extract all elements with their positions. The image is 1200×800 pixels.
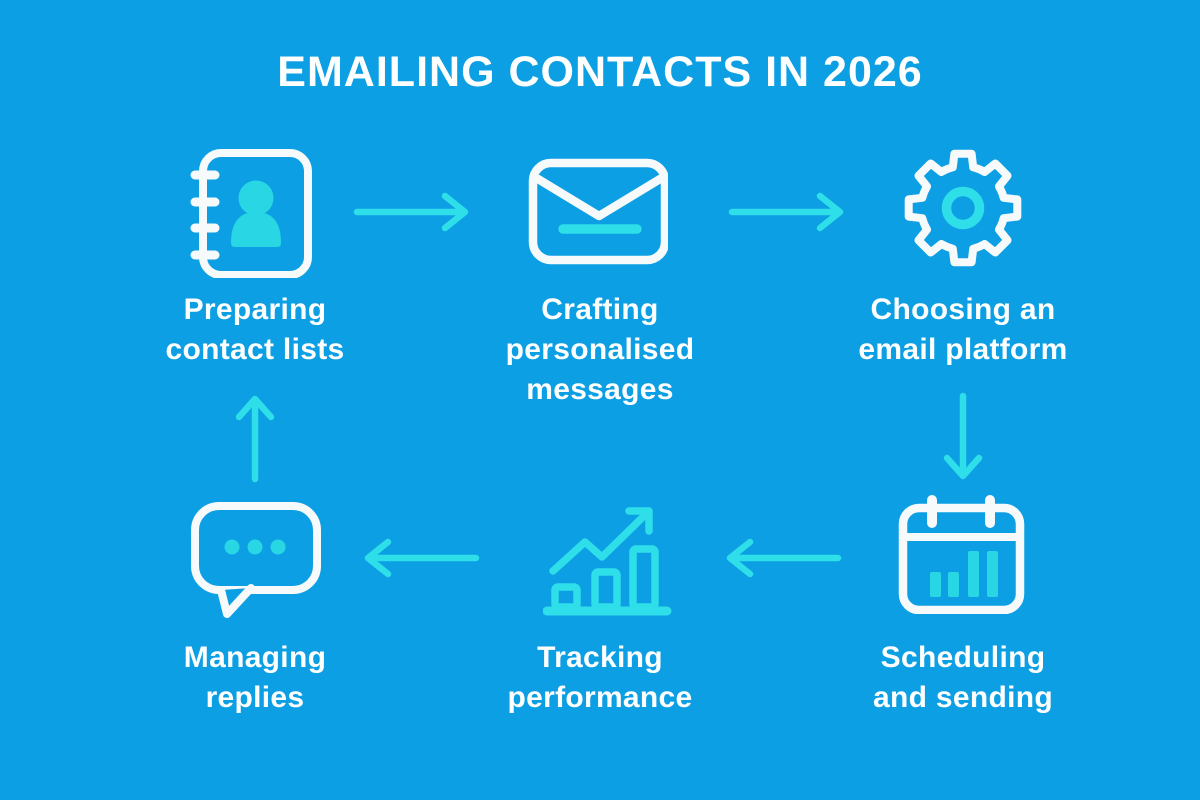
calendar-icon: [898, 495, 1025, 614]
label-line: email platform: [858, 333, 1068, 366]
label-line: personalised: [505, 333, 695, 366]
arrow-right-book-to-envelope-icon: [353, 192, 469, 232]
arrow-up-bubble-to-book-icon: [235, 395, 275, 483]
speech-bubble-icon: [191, 502, 321, 618]
label-crafting-personalised-messages: Crafting personalised messages: [420, 290, 780, 410]
bar-chart-icon: [543, 507, 672, 616]
arrow-down-gear-to-calendar-icon: [943, 392, 983, 480]
arrow-left-chart-to-bubble-icon: [364, 538, 480, 578]
label-line: Scheduling: [880, 641, 1046, 674]
label-choosing-email-platform: Choosing an email platform: [783, 290, 1143, 370]
label-line: performance: [507, 681, 693, 714]
label-scheduling-and-sending: Scheduling and sending: [783, 638, 1143, 718]
label-line: Choosing an: [870, 293, 1056, 326]
page-title: EMAILING CONTACTS IN 2026: [277, 48, 923, 96]
label-managing-replies: Managing replies: [75, 638, 435, 718]
label-line: replies: [205, 681, 305, 714]
label-line: Tracking: [537, 641, 663, 674]
label-line: messages: [526, 373, 674, 406]
label-line: Managing: [183, 641, 327, 674]
arrow-right-envelope-to-gear-icon: [728, 192, 844, 232]
envelope-icon: [528, 158, 668, 265]
label-tracking-performance: Tracking performance: [420, 638, 780, 718]
label-line: Crafting: [541, 293, 659, 326]
label-preparing-contact-lists: Preparing contact lists: [75, 290, 435, 370]
contact-book-icon: [190, 149, 312, 278]
gear-icon: [904, 149, 1022, 267]
label-line: contact lists: [165, 333, 345, 366]
arrow-left-calendar-to-chart-icon: [726, 538, 842, 578]
label-line: Preparing: [183, 293, 327, 326]
label-line: and sending: [873, 681, 1053, 714]
